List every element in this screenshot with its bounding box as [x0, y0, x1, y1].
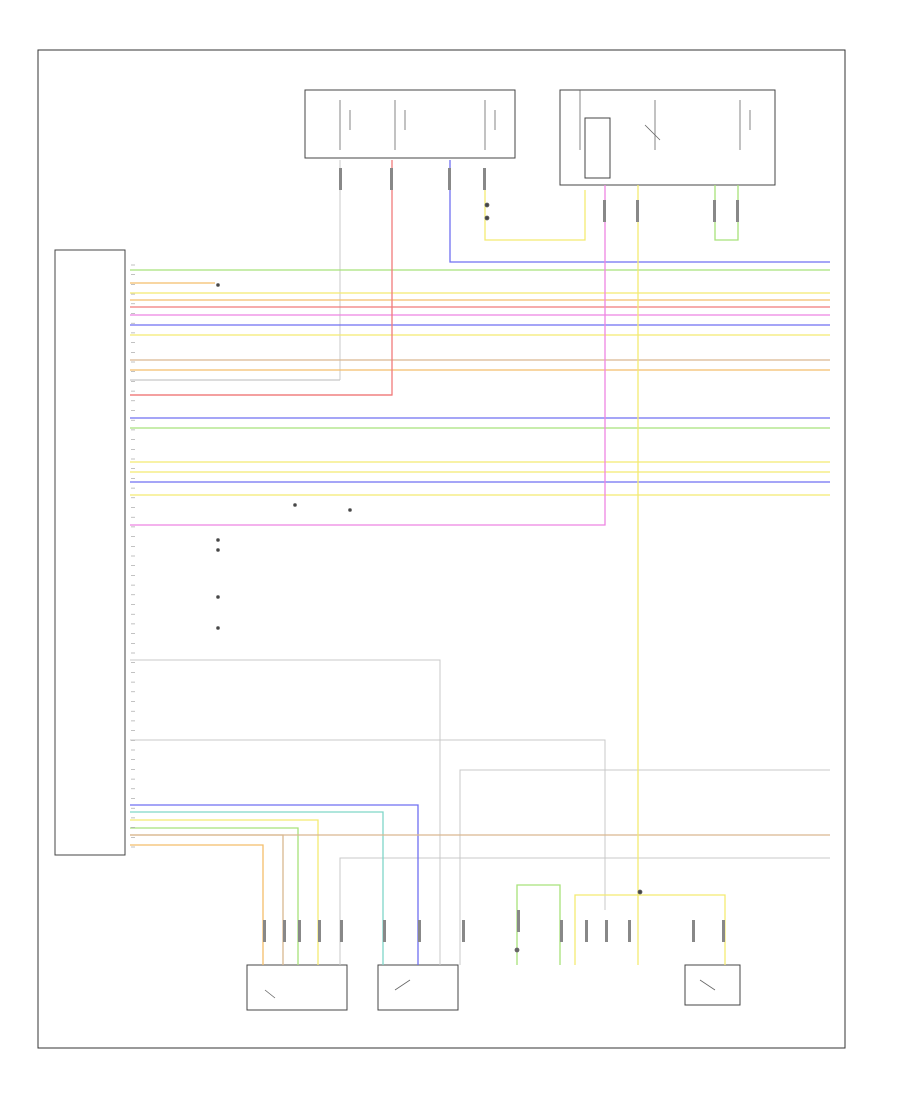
green-bottom-loop	[516, 884, 561, 965]
fuse-box-left	[304, 89, 516, 159]
bottom-wire-3	[130, 819, 319, 965]
gray-wire-1	[130, 659, 441, 965]
bottom-wire-6	[130, 844, 264, 965]
horizontal-wires	[130, 269, 830, 496]
module-pin-ticks	[131, 264, 135, 848]
yellow-vertical-wire	[449, 160, 830, 263]
bottom-wire-2	[130, 811, 384, 965]
gray-wire-4	[339, 857, 830, 965]
fuse-box-right	[559, 89, 776, 186]
bottom-harness-wires	[130, 804, 830, 965]
gray-wire-3	[459, 769, 830, 965]
component-box-2	[377, 964, 459, 1011]
bottom-wire-1	[130, 804, 419, 965]
bottom-wire-4	[130, 827, 299, 965]
control-module-box	[54, 249, 126, 856]
connector-stubs	[263, 168, 739, 942]
red-vertical-wire	[130, 160, 393, 396]
gray-wire-2	[130, 739, 606, 910]
relay-inner-box	[584, 117, 611, 179]
fuse-glyphs	[339, 90, 751, 150]
pink-vertical-wire	[130, 185, 606, 526]
yellow-loop-wire	[484, 170, 586, 241]
component-box-1	[246, 964, 348, 1011]
bottom-wire-5	[130, 834, 284, 965]
component-box-3	[684, 964, 741, 1006]
component-glyphs	[216, 202, 716, 999]
diagram-frame	[37, 49, 846, 1049]
yellow-bottom-wire	[574, 894, 726, 965]
green-loop-wire	[714, 185, 739, 241]
